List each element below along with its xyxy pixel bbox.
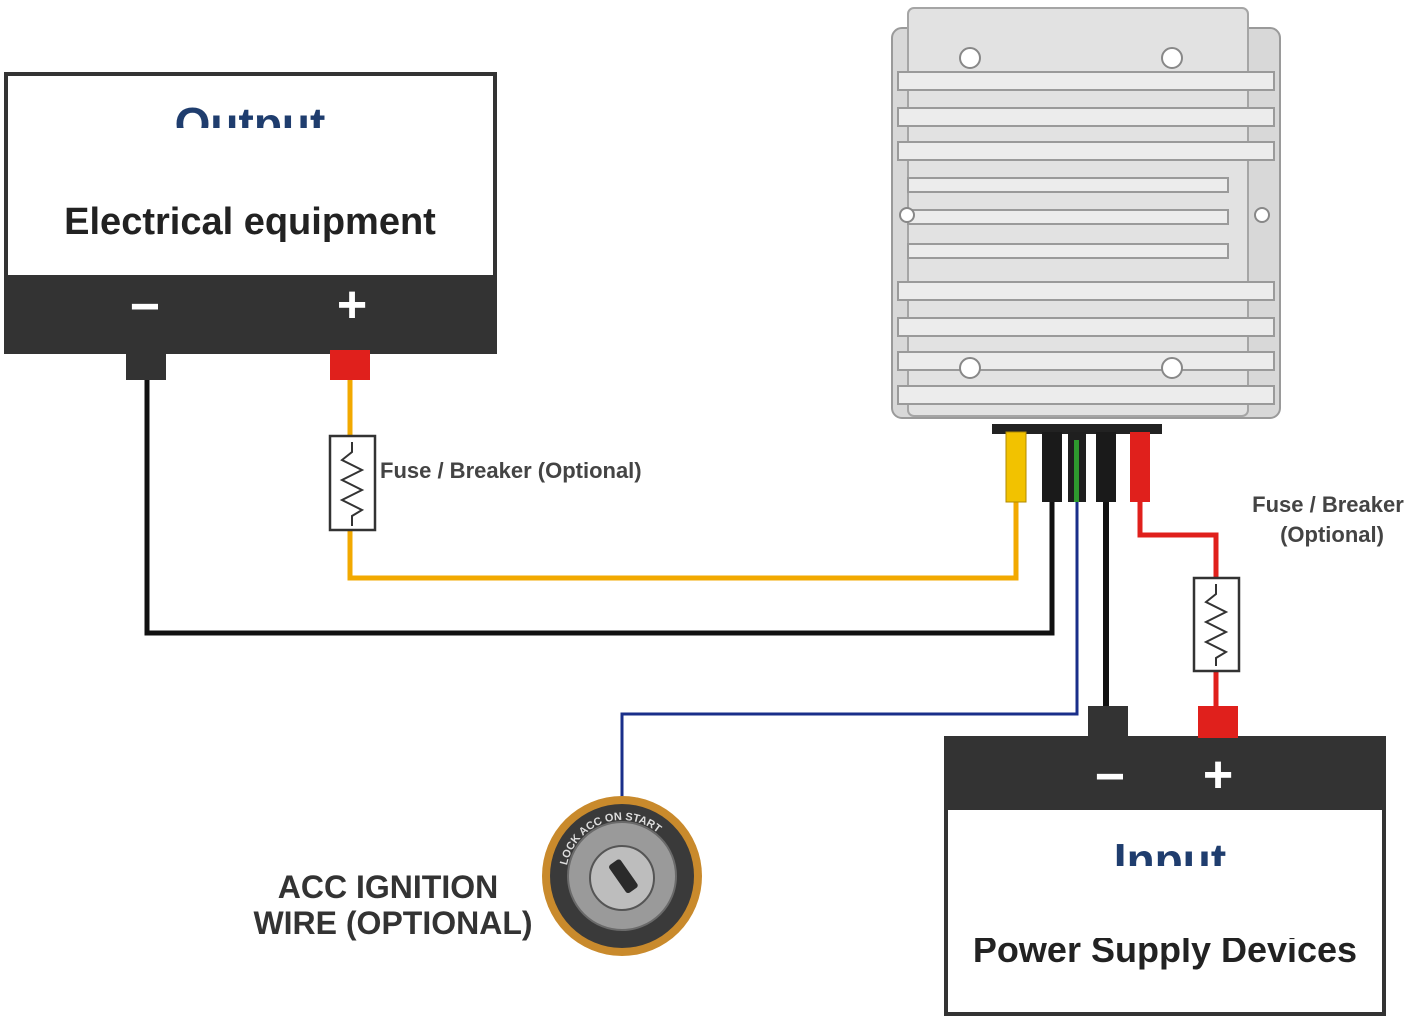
wires xyxy=(144,380,1219,798)
mounting-hole-icon xyxy=(959,357,981,379)
side-hole-icon xyxy=(899,207,915,223)
output-device-box: Output Electrical equipment − + xyxy=(4,72,497,380)
ignition-label-line2: WIRE (OPTIONAL) xyxy=(253,905,532,941)
lead-black-2 xyxy=(1096,432,1116,502)
output-fuse-label: Fuse / Breaker (Optional) xyxy=(380,458,642,483)
input-device-box: − + Input Power Supply Devices xyxy=(944,706,1386,1016)
wire-yellow-output-positive-lower xyxy=(347,500,1019,581)
mounting-hole-icon xyxy=(1161,47,1183,69)
ignition-switch: LOCK ACC ON START xyxy=(542,796,702,956)
input-negative-terminal xyxy=(1088,706,1128,740)
dc-converter xyxy=(891,7,1281,503)
lead-green-stripe xyxy=(1074,440,1079,502)
ignition-key-slot-icon xyxy=(609,859,638,894)
mounting-hole-icon xyxy=(959,47,981,69)
output-fuse xyxy=(328,434,377,532)
output-minus-sign: − xyxy=(130,278,160,336)
fuse-zigzag-icon xyxy=(1203,584,1229,666)
wire-blue-ignition xyxy=(620,500,1079,798)
wire-red-input-positive xyxy=(1137,500,1219,580)
wire-black-output-negative xyxy=(144,380,1055,636)
lead-black-1 xyxy=(1042,432,1062,502)
heatsink-fins xyxy=(897,71,1275,405)
output-title: Electrical equipment xyxy=(64,201,436,243)
side-hole-icon xyxy=(1254,207,1270,223)
mounting-hole-icon xyxy=(1161,357,1183,379)
input-positive-terminal xyxy=(1198,706,1238,738)
output-plus-sign: + xyxy=(337,276,367,334)
input-fuse xyxy=(1192,576,1241,673)
ignition-label-line1: ACC IGNITION xyxy=(278,869,498,905)
input-fuse-label-line2: (Optional) xyxy=(1280,522,1384,547)
converter-cable-exit xyxy=(992,424,1162,434)
fuse-zigzag-icon xyxy=(339,442,365,526)
lead-red xyxy=(1130,432,1150,502)
lead-yellow xyxy=(1005,431,1027,503)
input-plus-sign: + xyxy=(1203,746,1233,804)
input-minus-sign: − xyxy=(1095,748,1125,806)
input-fuse-label-line1: Fuse / Breaker xyxy=(1252,492,1404,517)
output-negative-terminal xyxy=(126,348,166,380)
output-positive-terminal xyxy=(330,350,370,380)
